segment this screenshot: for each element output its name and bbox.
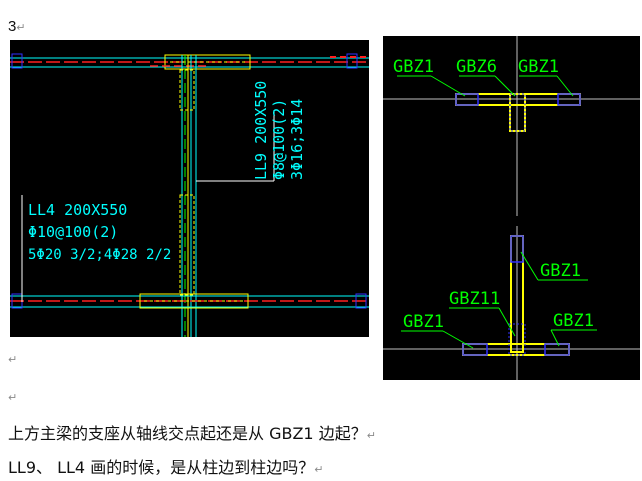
paragraph-mark: ↵ [366,429,376,442]
ll9-stirrup: Φ8@100(2) [270,99,288,180]
gbz-label-top-middle: GBZ6 [456,57,497,77]
section-number-text: 3 [8,18,17,35]
paragraph-mark-empty-2: ↵ [8,391,18,404]
right-cad-drawing: GBZ1 GBZ6 GBZ1 GBZ1 GBZ11 GBZ1 GBZ1 [383,36,640,380]
ll4-bars: 5Φ20 3/2;4Φ28 2/2 [28,247,171,263]
question-2-text: LL9、 LL4 画的时候，是从柱边到柱边吗？ [8,458,315,477]
paragraph-mark-empty-1: ↵ [8,353,18,366]
paragraph-mark: ↵ [314,463,324,476]
question-2: LL9、 LL4 画的时候，是从柱边到柱边吗？↵ [8,458,323,478]
ll9-name: LL9 200X550 [252,81,270,180]
gbz-label-top-left: GBZ1 [393,57,434,77]
left-cad-image: LL9 200X550 Φ8@100(2) 3Φ16;3Φ14 LL4 200X… [10,40,369,337]
gbz-label-top-right: GBZ1 [518,57,559,77]
right-cad-image: GBZ1 GBZ6 GBZ1 GBZ1 GBZ11 GBZ1 GBZ1 [383,36,640,380]
question-1-text: 上方主梁的支座从轴线交点起还是从 GBZ1 边起？ [8,424,367,443]
ll9-bars: 3Φ16;3Φ14 [288,99,306,180]
gbz-label-right-upper: GBZ1 [540,261,581,281]
gbz-label-middle: GBZ11 [449,289,500,309]
gbz-label-bottom-left: GBZ1 [403,312,444,332]
gbz-label-bottom-right: GBZ1 [553,311,594,331]
ll4-stirrup: Φ10@100(2) [28,223,118,241]
question-1: 上方主梁的支座从轴线交点起还是从 GBZ1 边起？↵ [8,424,376,444]
left-cad-drawing: LL9 200X550 Φ8@100(2) 3Φ16;3Φ14 LL4 200X… [10,53,369,337]
section-number: 3↵ [8,18,26,35]
ll4-name: LL4 200X550 [28,201,127,219]
paragraph-mark: ↵ [16,22,26,34]
